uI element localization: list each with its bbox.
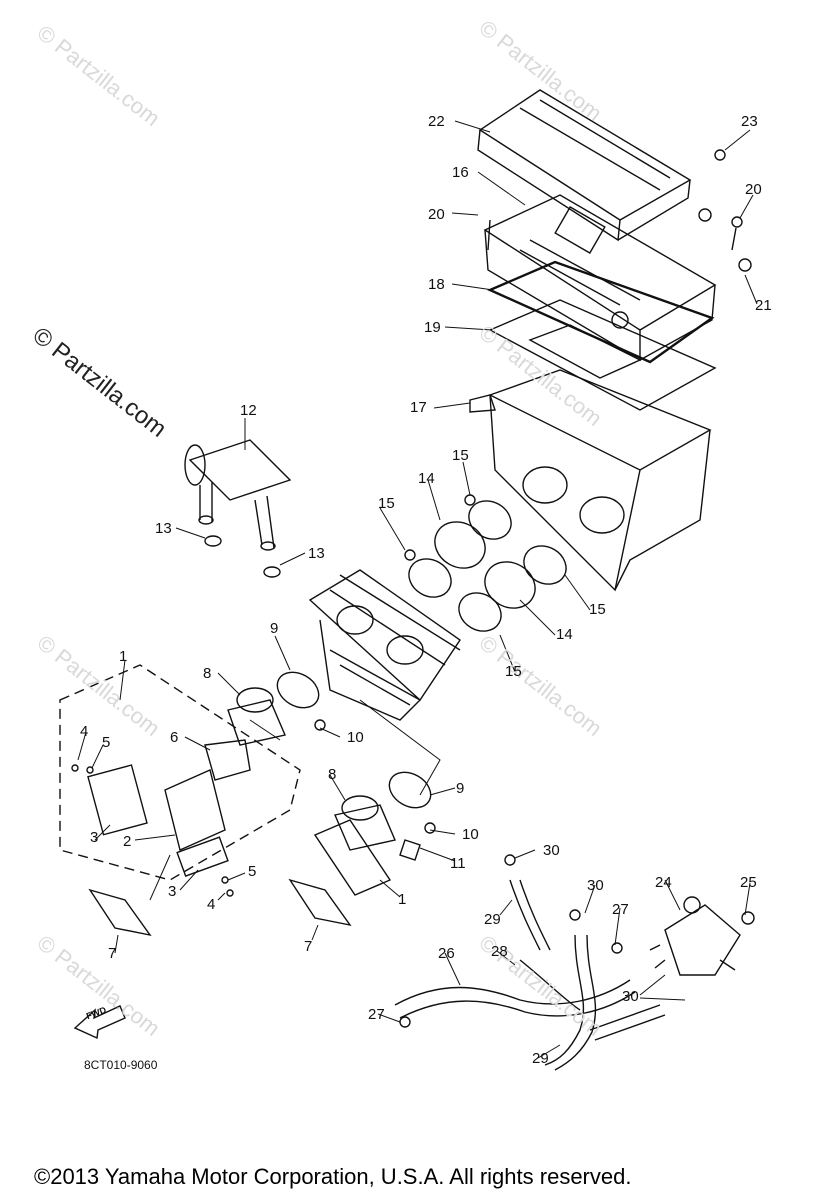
gasket-7a — [88, 888, 152, 937]
diagram-code: 8CT010-9060 — [84, 1058, 158, 1072]
callout: 21 — [755, 297, 772, 314]
callout: 9 — [270, 620, 279, 637]
callout: 22 — [428, 113, 445, 130]
manifold-8a — [227, 687, 286, 746]
callout: 15 — [452, 447, 469, 464]
callout: 25 — [740, 874, 757, 891]
plate-19 — [488, 299, 717, 411]
callout: 6 — [170, 729, 179, 746]
callout: 5 — [248, 863, 257, 880]
callout: 19 — [424, 319, 441, 336]
clamp-15c — [523, 545, 567, 585]
callout: 5 — [102, 734, 111, 751]
clamp-15a — [408, 558, 452, 598]
callout: 26 — [438, 945, 455, 962]
callout: 15 — [589, 601, 606, 618]
hose-28 — [519, 959, 581, 1011]
reed-valve-3a — [87, 764, 148, 836]
callout: 16 — [452, 164, 469, 181]
callout: 14 — [418, 470, 435, 487]
callout: 18 — [428, 276, 445, 293]
callout: 20 — [428, 206, 445, 223]
callout: 30 — [587, 877, 604, 894]
hose-29b — [544, 934, 585, 1066]
callout: 7 — [304, 938, 313, 955]
intake-silencer — [184, 439, 292, 551]
group-box-1 — [59, 664, 301, 881]
reed-body-1 — [313, 819, 392, 896]
callout: 28 — [491, 943, 508, 960]
callout: 14 — [556, 626, 573, 643]
callout: 30 — [543, 842, 560, 859]
callout: 1 — [119, 648, 128, 665]
callout: 27 — [612, 901, 629, 918]
clamp-9a — [276, 671, 320, 709]
callout: 29 — [532, 1050, 549, 1067]
callout: 24 — [655, 874, 672, 891]
carburetor-assembly — [308, 569, 461, 721]
callout: 12 — [240, 402, 257, 419]
reed-block-2 — [164, 769, 226, 851]
callout: 4 — [80, 723, 89, 740]
callout: 20 — [745, 181, 762, 198]
callout: 15 — [505, 663, 522, 680]
hose-26 — [394, 979, 631, 1006]
hose-29a — [509, 879, 541, 951]
callout: 23 — [741, 113, 758, 130]
callout: 10 — [462, 826, 479, 843]
copyright-notice: ©2013 Yamaha Motor Corporation, U.S.A. A… — [34, 1164, 632, 1189]
callout: 13 — [308, 545, 325, 562]
callout: 1 — [398, 891, 407, 908]
gasket-7b — [288, 878, 352, 927]
clamp-15b — [468, 500, 512, 540]
callout: 4 — [207, 896, 216, 913]
joint-14b — [484, 561, 536, 609]
clamp-15d — [458, 592, 502, 632]
callout: 2 — [123, 833, 132, 850]
callout: 8 — [203, 665, 212, 682]
fuel-pump — [649, 896, 741, 976]
callout: 30 — [622, 988, 639, 1005]
oring-13b — [263, 566, 281, 578]
clamp-9b — [388, 771, 432, 809]
callout: 8 — [328, 766, 337, 783]
callout: 3 — [168, 883, 177, 900]
callout: 11 — [450, 855, 466, 872]
fwd-arrow-icon — [73, 1005, 126, 1040]
callout: 13 — [155, 520, 172, 537]
callout: 27 — [368, 1006, 385, 1023]
reed-valve-3b — [176, 836, 229, 877]
manifold-8b — [334, 795, 396, 851]
callout: 15 — [378, 495, 395, 512]
callout: 29 — [484, 911, 501, 928]
callout: 7 — [108, 945, 117, 962]
oring-13a — [204, 535, 222, 547]
callout: 17 — [410, 399, 427, 416]
callout: 10 — [347, 729, 364, 746]
joint-14a — [434, 521, 486, 569]
callout: 9 — [456, 780, 465, 797]
stopper-6 — [204, 739, 251, 781]
airbox-lower-case — [469, 369, 712, 592]
callout: 3 — [90, 829, 99, 846]
airbox-upper-case — [483, 194, 717, 362]
